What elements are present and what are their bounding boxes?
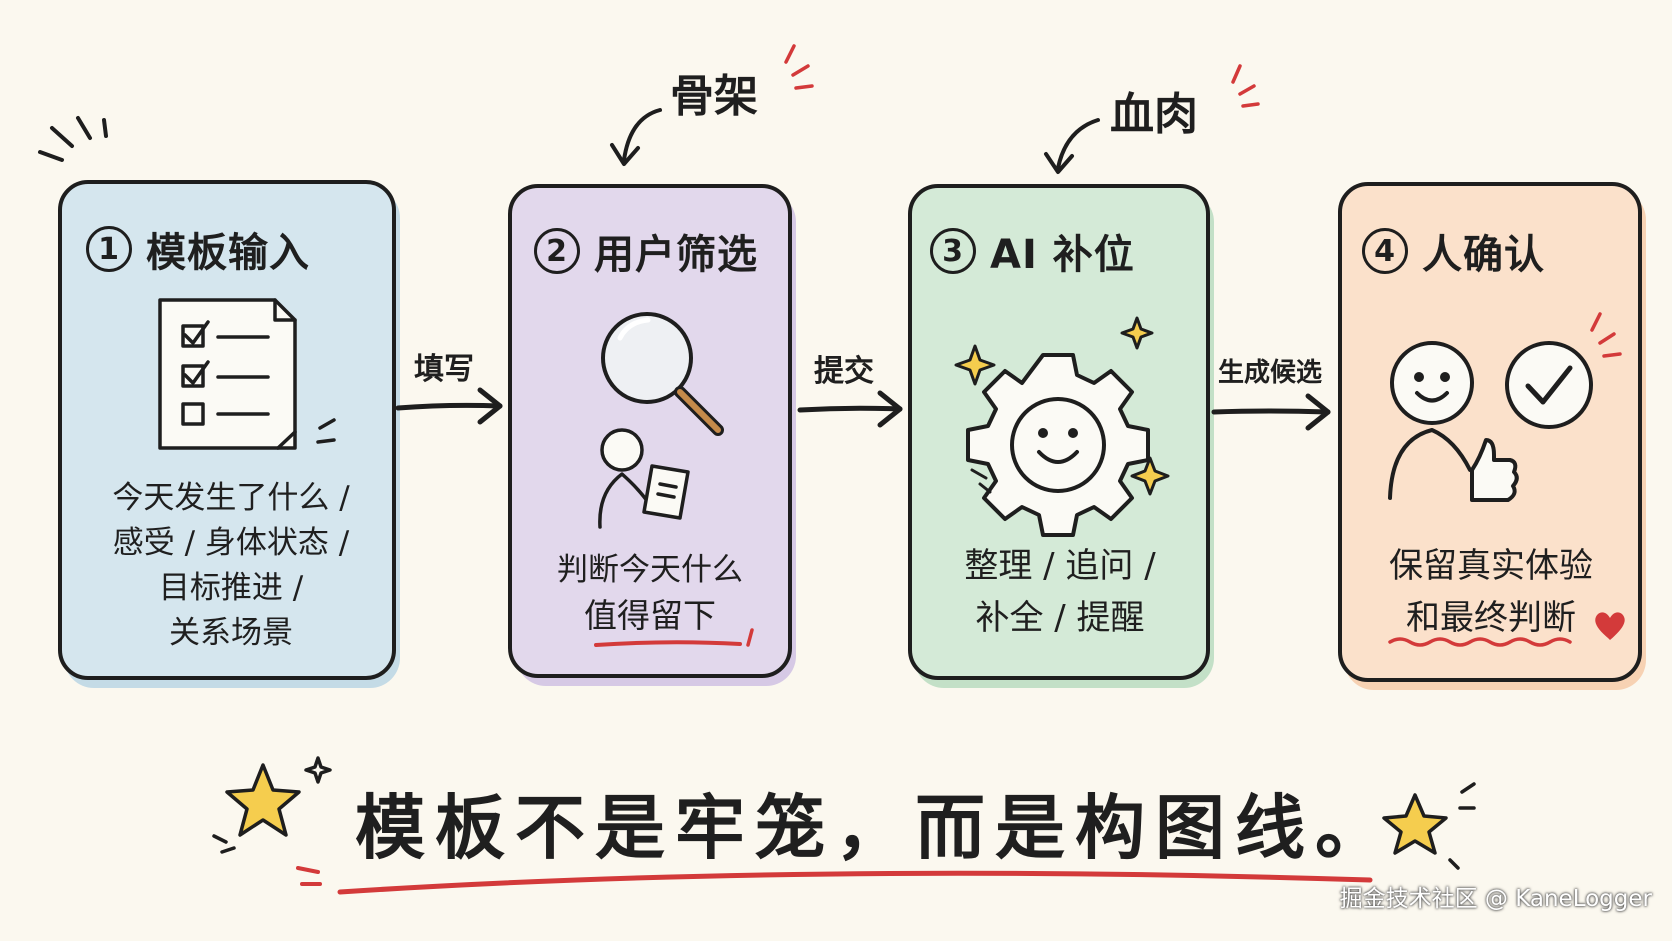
step-desc-1-line: 感受 / 身体状态 / [112,525,350,561]
step-number-2: 2 [534,228,580,274]
magnifier-icon [601,312,724,436]
arrow-label-fill: 填写 [414,352,474,387]
motto-accents [296,866,322,886]
step-desc-1: 今天发生了什么 / 感受 / 身体状态 / 目标推进 / 关系场景 [96,476,366,656]
arrow-label-generate: 生成候选 [1218,358,1323,388]
underline-keep [594,640,742,647]
gear-icon [966,353,1150,537]
step-desc-1-line: 今天发生了什么 / [112,480,350,516]
star-icons [212,756,1476,870]
sparkle-icons [954,316,1170,496]
step-desc-4: 保留真实体验 和最终判断 [1360,540,1622,644]
step-desc-3-line: 补全 / 提醒 [975,598,1145,638]
step-desc-3: 整理 / 追问 / 补全 / 提醒 [930,540,1190,644]
step-title-3: 3 AI 补位 [930,222,1135,280]
step-desc-3-line: 整理 / 追问 / [964,546,1156,586]
note-flesh: 血肉 [1110,89,1198,140]
step-desc-4-line: 保留真实体验 [1389,546,1593,586]
heart-icon [1595,612,1625,640]
check-icon [1505,341,1593,429]
step-title-1: 1 模板输入 [86,220,310,278]
step-number-1: 1 [86,226,132,272]
step-desc-2: 判断今天什么 值得留下 [530,548,770,638]
arrow-label-submit: 提交 [814,354,874,389]
flow-arrows [395,387,1331,431]
step-title-text-1: 模板输入 [146,230,310,276]
step-title-text-3: AI 补位 [990,232,1135,278]
step-desc-1-line: 目标推进 / [158,570,304,606]
step-desc-4-line: 和最终判断 [1406,598,1576,638]
note-skeleton: 骨架 [670,71,758,122]
red-accent-marks [746,44,1622,647]
sparkle-lines [38,116,108,162]
step-title-text-2: 用户筛选 [594,232,758,278]
step-desc-2-line: 值得留下 [584,596,716,635]
step-title-4: 4 人确认 [1362,222,1545,280]
thumbs-up-person-icon [1388,341,1519,502]
pointer-arrows [610,108,1100,174]
step-desc-1-line: 关系场景 [169,615,293,651]
motto-text: 模板不是牢笼，而是构图线。 [355,787,1395,869]
step-number-3: 3 [930,228,976,274]
checklist-icon [158,298,336,450]
step-title-2: 2 用户筛选 [534,222,758,280]
step-desc-2-line: 判断今天什么 [557,552,743,588]
person-reading-icon [598,428,690,529]
watermark: 掘金技术社区 @ KaneLogger [1339,886,1652,912]
step-number-4: 4 [1362,228,1408,274]
step-title-text-4: 人确认 [1422,232,1545,278]
squiggle-underline [1388,637,1572,647]
motto-underline [337,870,1373,895]
step-card-2 [508,184,792,678]
